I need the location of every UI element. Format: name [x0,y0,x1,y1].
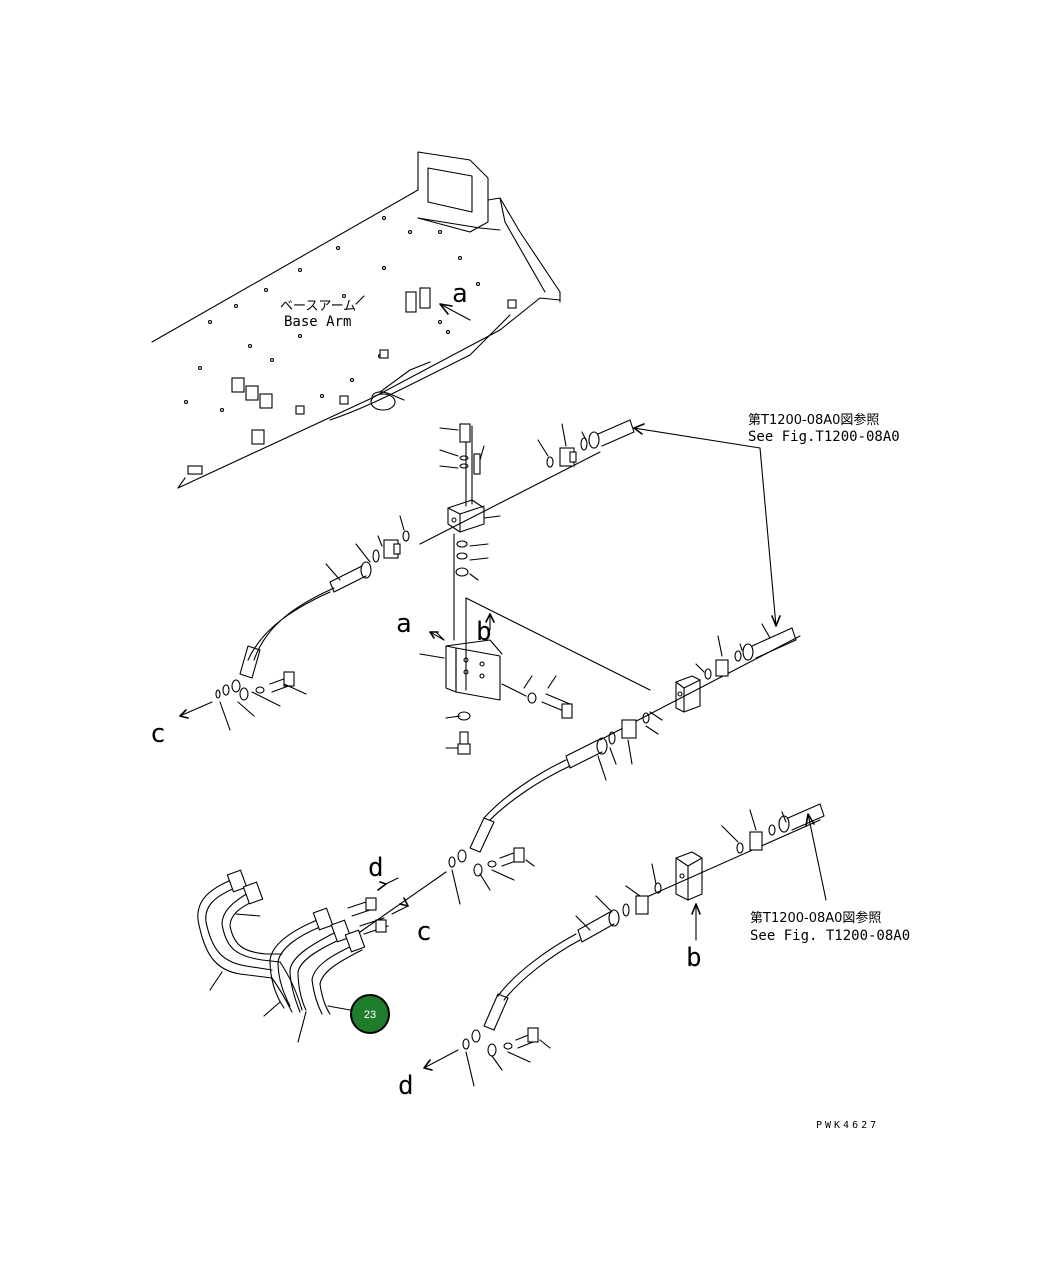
view-letter-b-lower: b [686,943,702,973]
valve-assembly-lower [423,803,825,1087]
arrow-a-shaft [439,303,471,321]
reference-arrows [633,423,827,901]
arm-clamps [187,287,517,475]
reference-bottom-en: See Fig. T1200-08A0 [750,928,910,944]
view-letter-c-pipe: c [416,917,432,947]
callout-23-badge[interactable] [350,994,390,1034]
callout-23[interactable]: 23 [350,994,390,1034]
reference-bottom-jp: 第T1200-08A0図参照 [750,910,881,926]
valve-assembly-middle [448,623,801,905]
view-letter-a-top: a [452,279,468,309]
valve-assembly-upper [179,419,635,731]
view-letter-a-bracket: a [396,609,412,639]
view-letter-d-pipe: d [368,853,384,883]
reference-top-jp: 第T1200-08A0図参照 [748,412,879,428]
callout-23-number: 23 [364,1009,376,1021]
view-letter-d-bottom: d [398,1071,414,1101]
base-arm [151,151,561,489]
view-letter-c-left: c [150,719,166,749]
arrow-a-head [439,303,453,315]
base-arm-label-en: Base Arm [284,314,351,330]
drawing-code: PWK4627 [816,1120,879,1131]
reference-top-en: See Fig.T1200-08A0 [748,429,900,445]
pipe-bundle [197,869,447,1043]
center-bracket [419,597,651,755]
view-letter-b-bracket: b [476,617,492,647]
base-arm-label-jp: ベースアーム [280,299,356,314]
